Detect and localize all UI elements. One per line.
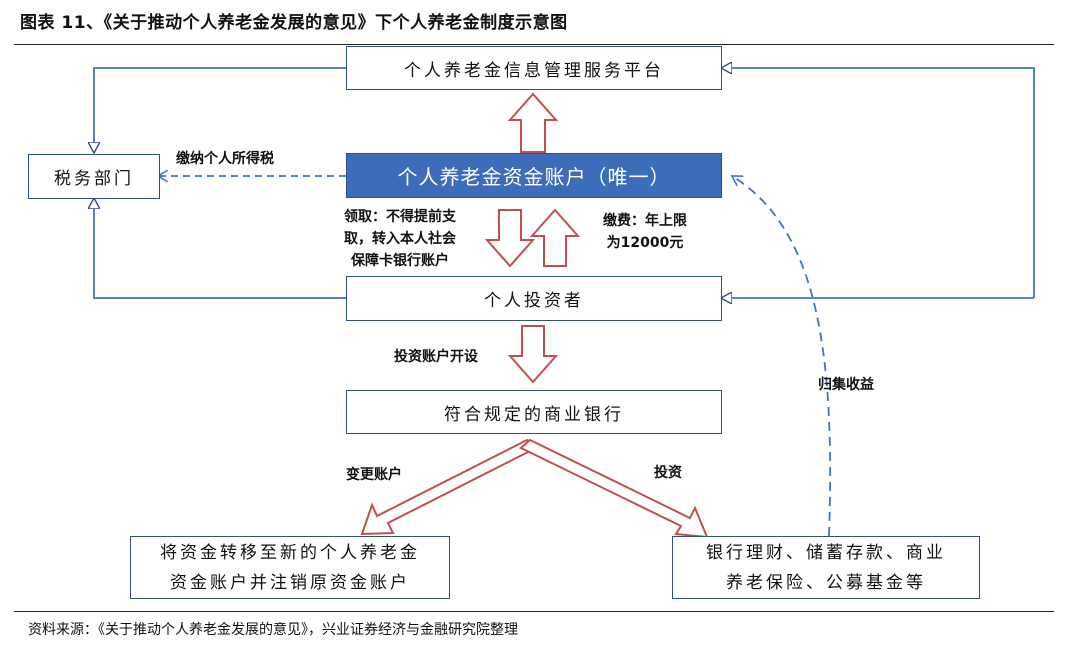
commercial-bank-box: 符合规定的商业银行 xyxy=(346,390,722,434)
withdraw-line-2: 取，转入本人社会 xyxy=(344,231,456,247)
up-arrow-contribution xyxy=(529,208,581,267)
investor-label: 个人投资者 xyxy=(484,291,584,311)
commercial-bank-label: 符合规定的商业银行 xyxy=(444,404,624,425)
pension-account-label: 个人养老金资金账户（唯一） xyxy=(397,165,671,189)
tax-dept-label: 税务部门 xyxy=(54,169,134,189)
change-account-label: 变更账户 xyxy=(346,467,402,483)
pay-tax-label: 缴纳个人所得税 xyxy=(176,151,274,167)
source-note: 资料来源：《关于推动个人养老金发展的意见》，兴业证券经济与金融研究院整理 xyxy=(28,622,518,638)
right-loop-to-platform xyxy=(722,68,1035,298)
products-box: 银行理财、储蓄存款、商业 养老保险、公募基金等 xyxy=(672,536,980,599)
platform-box: 个人养老金信息管理服务平台 xyxy=(346,46,722,90)
withdraw-line-3: 保障卡银行账户 xyxy=(351,253,449,269)
collect-returns-label: 归集收益 xyxy=(818,377,874,393)
down-arrow-withdraw xyxy=(484,209,536,268)
tax-dept-box: 税务部门 xyxy=(28,154,160,199)
source-rule xyxy=(14,611,1054,612)
investor-box: 个人投资者 xyxy=(346,276,722,321)
platform-to-tax-connector xyxy=(94,67,346,152)
transfer-line-2: 资金账户并注销原资金账户 xyxy=(170,572,410,593)
investor-to-tax-connector xyxy=(94,199,346,299)
down-arrow-open-account xyxy=(507,325,559,384)
contribution-label: 缴费：年上限 为12000元 xyxy=(584,210,706,254)
products-line-2: 养老保险、公募基金等 xyxy=(726,572,926,593)
title-rule xyxy=(14,44,1054,45)
collect-returns-dashed-arrow xyxy=(732,176,832,537)
invest-label: 投资 xyxy=(654,465,682,481)
withdraw-label: 领取：不得提前支 取，转入本人社会 保障卡银行账户 xyxy=(318,206,482,272)
diagonal-arrow-invest xyxy=(519,438,709,539)
transfer-account-box: 将资金转移至新的个人养老金 资金账户并注销原资金账户 xyxy=(130,536,450,599)
open-account-label: 投资账户开设 xyxy=(394,349,478,365)
contribution-line-2: 为12000元 xyxy=(606,235,684,251)
pension-account-box: 个人养老金资金账户（唯一） xyxy=(346,153,722,198)
withdraw-line-1: 领取：不得提前支 xyxy=(344,209,456,225)
platform-label: 个人养老金信息管理服务平台 xyxy=(404,60,664,81)
figure-title: 图表 11、《关于推动个人养老金发展的意见》下个人养老金制度示意图 xyxy=(20,13,568,33)
products-line-1: 银行理财、储蓄存款、商业 xyxy=(706,542,946,563)
up-arrow-account-to-platform xyxy=(507,92,559,153)
contribution-line-1: 缴费：年上限 xyxy=(603,213,687,229)
diagonal-arrow-change-account xyxy=(360,438,538,536)
transfer-line-1: 将资金转移至新的个人养老金 xyxy=(160,542,420,563)
